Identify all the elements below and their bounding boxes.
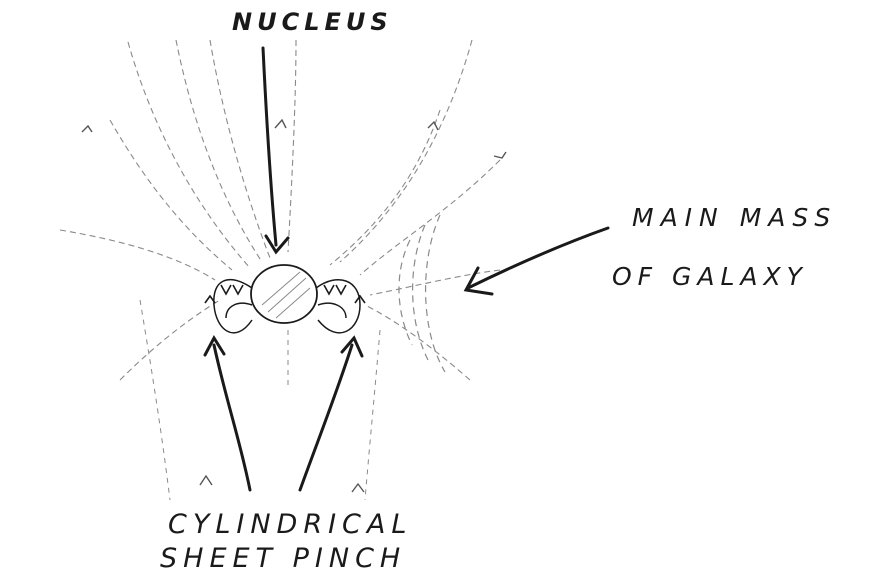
pinch-arrow-right <box>300 338 362 490</box>
nucleus-label: NUCLEUS <box>232 10 393 34</box>
nucleus-arrow <box>263 48 288 252</box>
main-mass-label-line2: OF GALAXY <box>612 264 808 289</box>
main-mass-arrow <box>466 228 608 294</box>
pinch-arrow-left <box>205 338 250 490</box>
left-pinch-loop <box>214 280 252 333</box>
field-lines-left <box>60 40 270 380</box>
pinch-label-line2: SHEET PINCH <box>160 545 406 572</box>
pinch-chevrons <box>205 285 365 303</box>
field-lines-right <box>288 40 500 380</box>
stray-marks <box>82 120 506 492</box>
pinch-label-line1: CYLINDRICAL <box>168 511 412 538</box>
main-mass-label-line1: MAIN MASS <box>632 205 837 230</box>
nucleus-blob <box>251 265 317 323</box>
